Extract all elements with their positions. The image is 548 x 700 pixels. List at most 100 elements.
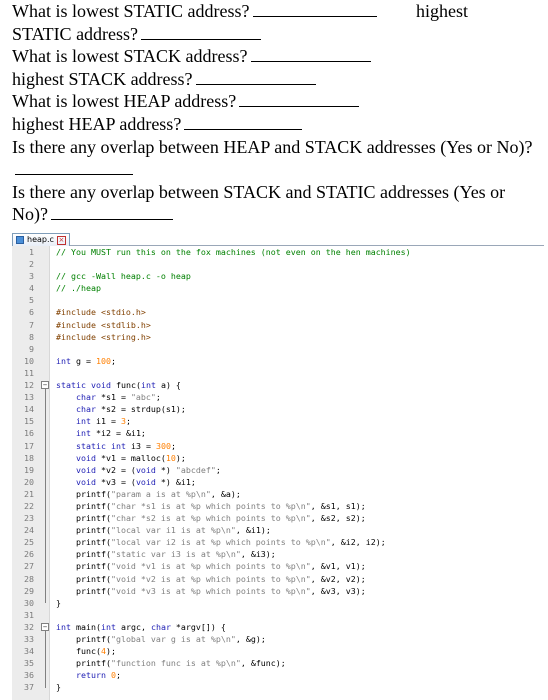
fold-toggle-icon[interactable]: − xyxy=(41,381,49,390)
code-line: 24 printf("local var i1 is at %p\n", &i1… xyxy=(12,524,544,536)
code-line: 17 static int i3 = 300; xyxy=(12,440,544,452)
answer-blank[interactable] xyxy=(195,69,316,85)
line-number: 22 xyxy=(24,500,34,511)
fold-guide-line xyxy=(44,631,46,688)
line-number: 21 xyxy=(24,488,34,499)
code-text: void *v3 = (void *) &i1; xyxy=(75,476,196,487)
answer-blank[interactable] xyxy=(184,114,303,130)
fold-toggle-icon[interactable]: − xyxy=(41,622,49,631)
line-number: 9 xyxy=(29,343,34,354)
answer-blank[interactable] xyxy=(50,204,173,221)
answer-blank[interactable] xyxy=(252,1,377,17)
code-line: 35 printf("function func is at %p\n", &f… xyxy=(12,657,544,669)
line-number: 27 xyxy=(24,561,34,572)
code-line: 11 xyxy=(12,367,544,379)
editor-tab-bar: heap.c × xyxy=(12,233,544,246)
question-text: What is lowest STATIC address? xyxy=(12,1,250,21)
code-line: 9 xyxy=(12,343,544,355)
code-text: void *v2 = (void *) "abcdef"; xyxy=(75,464,221,475)
code-text: printf("char *s2 is at %p which points t… xyxy=(56,513,366,524)
file-tab-label: heap.c xyxy=(27,235,54,244)
code-text: printf("void *v3 is at %p which points t… xyxy=(56,585,366,596)
line-number: 5 xyxy=(29,295,34,306)
code-text: int *i2 = &i1; xyxy=(75,428,146,439)
line-number: 28 xyxy=(24,573,34,584)
code-text: int main(int argc, char *argv[]) { xyxy=(56,621,226,632)
line-number: 26 xyxy=(24,549,34,560)
code-line: 1// You MUST run this on the fox machine… xyxy=(12,246,544,258)
code-text: printf("void *v1 is at %p which points t… xyxy=(56,561,366,572)
code-line: 14 char *s2 = strdup(s1); xyxy=(12,403,544,415)
line-number: 30 xyxy=(24,597,34,608)
code-text: // ./heap xyxy=(56,283,101,294)
code-line: 5 xyxy=(12,294,544,306)
code-text: printf("char *s1 is at %p which points t… xyxy=(56,500,366,511)
answer-blank[interactable] xyxy=(250,46,371,63)
code-text: printf("local var i2 is at %p which poin… xyxy=(56,537,386,548)
code-text: printf("void *v2 is at %p which points t… xyxy=(56,573,366,584)
code-text: func(4); xyxy=(56,646,116,657)
question-stack-static-overlap: Is there any overlap between STACK and S… xyxy=(12,181,542,226)
code-text: void *v1 = malloc(10); xyxy=(75,452,186,463)
code-text: char *s2 = strdup(s1); xyxy=(75,404,186,415)
line-number: 25 xyxy=(24,537,34,548)
code-text: #include <stdlib.h> xyxy=(56,319,151,330)
question-highest-static: STATIC address? xyxy=(12,23,542,46)
code-line: 36 return 0; xyxy=(12,669,544,681)
code-line: 7 #include <stdlib.h> xyxy=(12,319,544,331)
line-number: 32 xyxy=(24,621,34,632)
code-text: #include <string.h> xyxy=(56,331,151,342)
code-line: 12−static void func(int a) { xyxy=(12,379,544,391)
line-number: 10 xyxy=(24,355,34,366)
code-text: int i1 = 3; xyxy=(75,416,131,427)
code-text: char *s1 = "abc"; xyxy=(75,392,161,403)
line-number: 7 xyxy=(29,319,34,330)
code-text: int g = 100; xyxy=(56,355,116,366)
line-number: 8 xyxy=(29,331,34,342)
code-text: printf("static var i3 is at %p\n", &i3); xyxy=(56,549,276,560)
file-tab[interactable]: heap.c × xyxy=(12,233,70,246)
line-number: 35 xyxy=(24,658,34,669)
answer-blank[interactable] xyxy=(239,91,360,108)
code-line: 21 printf("param a is at %p\n", &a); xyxy=(12,488,544,500)
question-text: Is there any overlap between STACK and S… xyxy=(12,181,506,225)
question-highest-heap: highest HEAP address? xyxy=(12,113,542,136)
question-lowest-static: What is lowest STATIC address? highest xyxy=(12,0,542,23)
fold-guide-line xyxy=(44,389,46,603)
code-line: 13 char *s1 = "abc"; xyxy=(12,391,544,403)
code-text: static void func(int a) { xyxy=(56,380,181,391)
line-number: 17 xyxy=(24,440,34,451)
line-number: 1 xyxy=(29,247,34,257)
line-number: 37 xyxy=(24,682,34,693)
code-line: 29 printf("void *v3 is at %p which point… xyxy=(12,585,544,597)
code-line: 30} xyxy=(12,597,544,609)
code-line: 23 printf("char *s2 is at %p which point… xyxy=(12,512,544,524)
code-area[interactable]: 1// You MUST run this on the fox machine… xyxy=(12,246,544,700)
line-number: 11 xyxy=(24,367,34,378)
line-number: 3 xyxy=(29,271,34,282)
code-line: 15 int i1 = 3; xyxy=(12,415,544,427)
line-number: 14 xyxy=(24,404,34,415)
question-lowest-heap: What is lowest HEAP address? xyxy=(12,90,542,113)
code-text: } xyxy=(56,682,61,693)
code-line: 20 void *v3 = (void *) &i1; xyxy=(12,476,544,488)
question-text: What is lowest HEAP address? xyxy=(12,91,237,112)
line-number: 6 xyxy=(29,307,34,318)
question-heap-stack-overlap: Is there any overlap between HEAP and ST… xyxy=(12,136,542,181)
line-number: 34 xyxy=(24,646,34,657)
code-line: 34 func(4); xyxy=(12,645,544,657)
code-line: 32−int main(int argc, char *argv[]) { xyxy=(12,621,544,633)
line-number: 20 xyxy=(24,476,34,487)
question-text: Is there any overlap between HEAP and ST… xyxy=(12,136,533,157)
code-line: 31 xyxy=(12,609,544,621)
file-icon xyxy=(16,236,24,244)
code-line: 19 void *v2 = (void *) "abcdef"; xyxy=(12,464,544,476)
line-number: 4 xyxy=(29,283,34,294)
answer-blank[interactable] xyxy=(141,24,262,40)
close-icon[interactable]: × xyxy=(56,235,66,245)
question-highest-stack: highest STACK address? xyxy=(12,68,542,91)
answer-blank[interactable] xyxy=(15,159,133,176)
code-text: // gcc -Wall heap.c -o heap xyxy=(56,271,191,282)
code-line: 28 printf("void *v2 is at %p which point… xyxy=(12,573,544,585)
code-line: 33 printf("global var g is at %p\n", &g)… xyxy=(12,633,544,645)
